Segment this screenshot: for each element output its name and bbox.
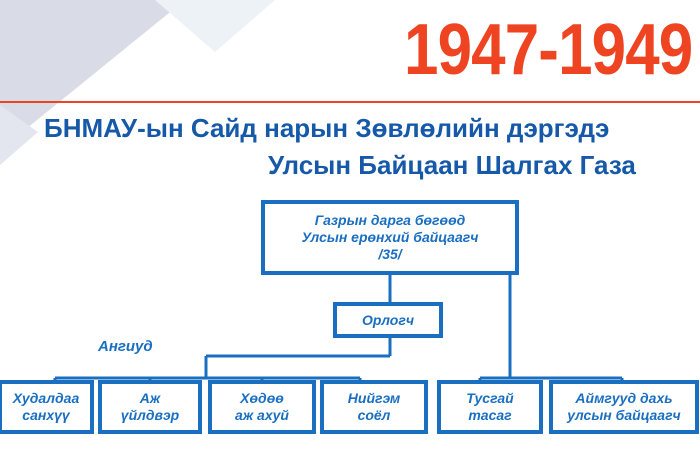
department-box-social-culture: Нийгэм соёл	[320, 380, 428, 434]
head-box-line-1: Газрын дарга бөгөөд	[314, 212, 466, 228]
provincial-inspectors-box: Аймгууд дахь улсын байцаагч	[549, 380, 699, 434]
provincial-inspectors-line-2: улсын байцаагч	[567, 407, 681, 423]
provincial-inspectors-line-1: Аймгууд дахь	[575, 390, 673, 406]
head-box-line-2: Улсын ерөнхий байцаагч	[301, 229, 479, 245]
department-line-1: Аж	[139, 390, 161, 406]
head-box-line-3: /35/	[378, 246, 402, 262]
deputy-label: Орлогч	[362, 311, 414, 328]
page-title-line-1: БНМАУ-ын Сайд нарын Зөвлөлийн дэргэдэ	[44, 113, 610, 143]
department-line-2: соёл	[357, 407, 391, 423]
department-line-1: Нийгэм	[347, 390, 401, 406]
special-unit-line-2: тасаг	[468, 407, 512, 423]
departments-label: Ангиуд	[98, 338, 153, 355]
corner-triangle-shape	[0, 0, 185, 150]
year-range: 1947-1949	[404, 10, 693, 90]
special-unit-box: Тусгай тасаг	[437, 380, 543, 434]
deputy-box: Орлогч	[333, 302, 443, 338]
department-line-2: үйлдвэр	[120, 407, 180, 423]
department-box-agriculture: Хөдөө аж ахуй	[208, 380, 316, 434]
department-line-2: санхүү	[22, 407, 70, 423]
head-of-office-box: Газрын дарга бөгөөд Улсын ерөнхий байцаа…	[261, 200, 519, 275]
page-title-line-2: Улсын Байцаан Шалгах Газа	[268, 150, 636, 180]
department-box-industry: Аж үйлдвэр	[98, 380, 202, 434]
department-line-2: аж ахуй	[235, 407, 289, 423]
special-unit-line-1: Тусгай	[466, 390, 514, 406]
left-triangle-shape	[0, 105, 38, 165]
department-line-1: Хөдөө	[240, 390, 284, 406]
department-line-1: Худалдаа	[12, 390, 80, 406]
department-box-trade-finance: Худалдаа санхүү	[0, 380, 94, 434]
top-triangle-shape	[155, 0, 275, 52]
